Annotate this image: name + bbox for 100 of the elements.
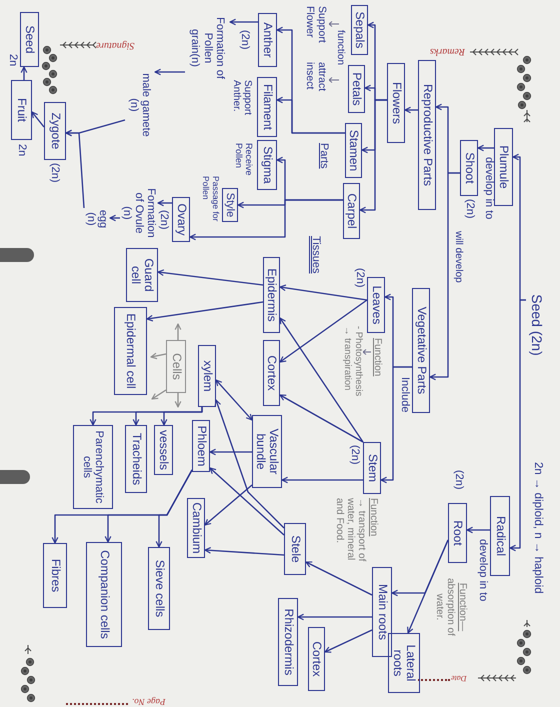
side-note: - Photosynthesis	[352, 326, 363, 396]
heading-text: Parts	[318, 143, 329, 169]
term-box: Petals	[348, 65, 365, 113]
arrow	[65, 130, 85, 208]
term-box: Root	[448, 503, 467, 563]
arrow	[189, 199, 343, 240]
arrow	[209, 467, 284, 536]
arrow	[324, 629, 372, 653]
side-note: Support Flower	[304, 6, 327, 45]
term-box: Epidermis	[263, 257, 280, 333]
annotation-text: function	[335, 30, 345, 66]
term-box: Plumule	[494, 128, 513, 206]
side-note: Function	[372, 338, 383, 376]
arrow	[31, 111, 44, 128]
arrow	[380, 366, 412, 484]
arrow	[229, 18, 258, 26]
arrow	[509, 299, 526, 552]
arrow	[359, 99, 387, 214]
term-box: Stigma	[257, 140, 277, 190]
side-note: (2n)	[48, 163, 61, 183]
term-box: Seed	[20, 12, 39, 67]
arrow	[151, 389, 166, 400]
arrow	[204, 484, 252, 526]
side-note: → transport of water, mineral and Food.	[333, 498, 367, 564]
side-note: → transpiration	[341, 326, 352, 390]
note-text: 2n → diploid, n → haploid	[532, 462, 543, 594]
printed-heading: Date	[451, 674, 467, 682]
term-text: egg (n)	[84, 203, 110, 235]
term-box: Shoot	[460, 140, 478, 196]
term-box: Anther	[258, 13, 277, 67]
term-text: Formation of Ovule (n)	[120, 186, 158, 240]
arrow	[150, 352, 166, 360]
edge-label: develop in to	[483, 156, 494, 220]
side-note: attract insect	[304, 62, 327, 94]
term-text: Seed (2n)	[526, 285, 546, 365]
arrow	[209, 448, 252, 456]
term-box: Sieve cells	[148, 547, 170, 630]
arrow	[90, 407, 203, 426]
term-box: Cortex	[308, 627, 325, 691]
term-box: Stamen	[345, 123, 362, 178]
arrow	[279, 284, 368, 301]
side-note: absorption of water.	[434, 577, 456, 638]
term-box: Phloem	[192, 420, 210, 472]
arrow	[305, 561, 372, 596]
term-box: Cells	[166, 340, 186, 393]
arrow	[52, 470, 193, 544]
side-note: (2n)	[452, 470, 465, 490]
term-box: Rhizodermis	[278, 598, 298, 686]
arrow	[174, 393, 182, 408]
side-note: Support Anther.	[230, 80, 253, 118]
arrow	[154, 68, 185, 76]
arrow	[146, 301, 264, 322]
term-box: Sepals	[351, 5, 368, 55]
term-text: Formation of Pollen grain(n)	[185, 16, 230, 80]
printed-heading: Remarks	[430, 46, 465, 56]
term-box: Tracheids	[125, 425, 147, 493]
term-box: Filament	[257, 77, 277, 137]
arrow	[215, 379, 253, 421]
term-box: vessels	[154, 425, 173, 475]
arrow	[407, 540, 449, 634]
term-box: Zygote	[44, 102, 66, 160]
term-box: Main roots	[372, 567, 392, 657]
side-note: (2n)	[238, 30, 251, 50]
edge-label: Include	[399, 376, 410, 414]
term-box: Reproductive Parts	[418, 60, 436, 210]
term-box: Style	[222, 188, 238, 222]
arrow	[157, 200, 172, 206]
arrow	[466, 526, 490, 534]
arrow	[404, 106, 418, 114]
edge-label: will develop	[453, 230, 463, 284]
arrow	[20, 66, 28, 80]
term-box: Cambium	[187, 498, 205, 558]
arrow	[429, 172, 460, 380]
printed-heading: Page No.	[132, 697, 166, 706]
term-box: Stem	[363, 442, 381, 494]
arrow	[297, 614, 372, 620]
term-box: Parenchymatic cells	[73, 425, 113, 509]
edge-label: develop in to	[477, 538, 488, 602]
term-box: Leaves	[367, 277, 385, 333]
side-note: 2n	[16, 144, 28, 156]
printed-heading: Signature	[96, 40, 135, 50]
side-note: (2n)	[354, 268, 366, 288]
term-box: Guard cell	[126, 248, 158, 302]
arrow	[204, 547, 284, 556]
arrow	[477, 144, 494, 152]
term-box: Fibres	[43, 543, 67, 608]
side-note: (2n)	[464, 199, 476, 219]
term-box: Cortex	[263, 340, 280, 406]
side-note: (2n)	[158, 210, 170, 230]
arrow	[281, 476, 363, 484]
term-box: Stele	[284, 523, 306, 575]
side-note: Function	[368, 498, 379, 536]
term-box: Radical	[490, 496, 510, 576]
arrow	[276, 96, 345, 134]
arrow	[279, 299, 368, 363]
arrow	[157, 269, 264, 286]
term-box: Flowers	[387, 63, 405, 143]
side-note: Function—	[456, 582, 468, 634]
term-box: Ovary	[172, 197, 190, 242]
side-note: Passage for Pollen	[200, 176, 220, 224]
